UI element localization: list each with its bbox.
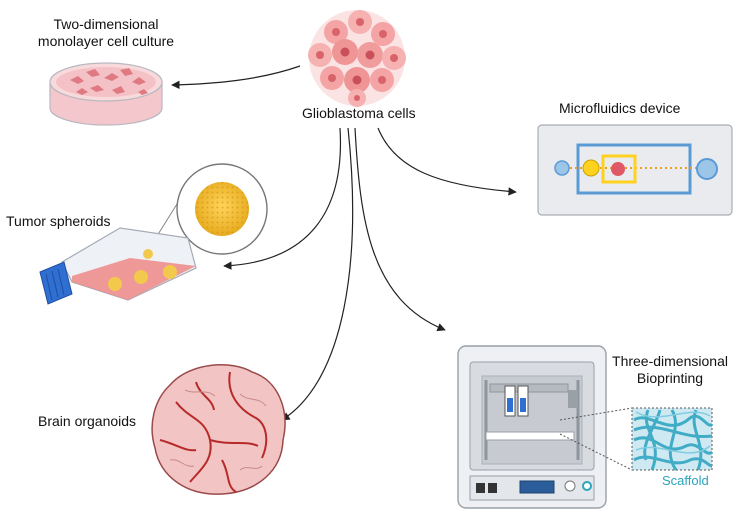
scaffold-icon — [559, 407, 714, 471]
spheroids-label: Tumor spheroids — [6, 213, 111, 229]
glioblastoma-cells-label: Glioblastoma cells — [302, 105, 416, 121]
microfluidics-device-icon — [537, 124, 733, 216]
glioblastoma-cells-icon — [308, 10, 406, 107]
microfluidics-label: Microfluidics device — [559, 100, 681, 116]
monolayer-label-line2: monolayer cell culture — [37, 33, 175, 49]
arrow-to-spheroids — [223, 127, 342, 270]
petri-dish-icon — [49, 62, 163, 126]
spheroid-zoom-icon — [146, 163, 268, 257]
bioprinting-label: Three-dimensional Bioprinting — [600, 353, 740, 387]
arrows — [171, 65, 517, 421]
monolayer-label: Two-dimensional monolayer cell culture — [16, 16, 196, 50]
bioprinting-label-line1: Three-dimensional — [612, 353, 728, 369]
arrow-to-monolayer — [171, 65, 301, 90]
organoids-label: Brain organoids — [38, 413, 137, 429]
bioprinting-label-line2: Bioprinting — [636, 370, 704, 386]
arrow-to-organoids — [281, 127, 354, 421]
monolayer-label-line1: Two-dimensional — [53, 16, 159, 32]
culture-flask-icon — [39, 227, 197, 305]
brain-organoid-icon — [151, 364, 286, 495]
bioprinter-icon — [457, 345, 607, 509]
scaffold-label: Scaffold — [662, 473, 709, 488]
arrow-to-bioprinting — [354, 127, 446, 332]
arrow-to-microfluidics — [377, 127, 517, 196]
